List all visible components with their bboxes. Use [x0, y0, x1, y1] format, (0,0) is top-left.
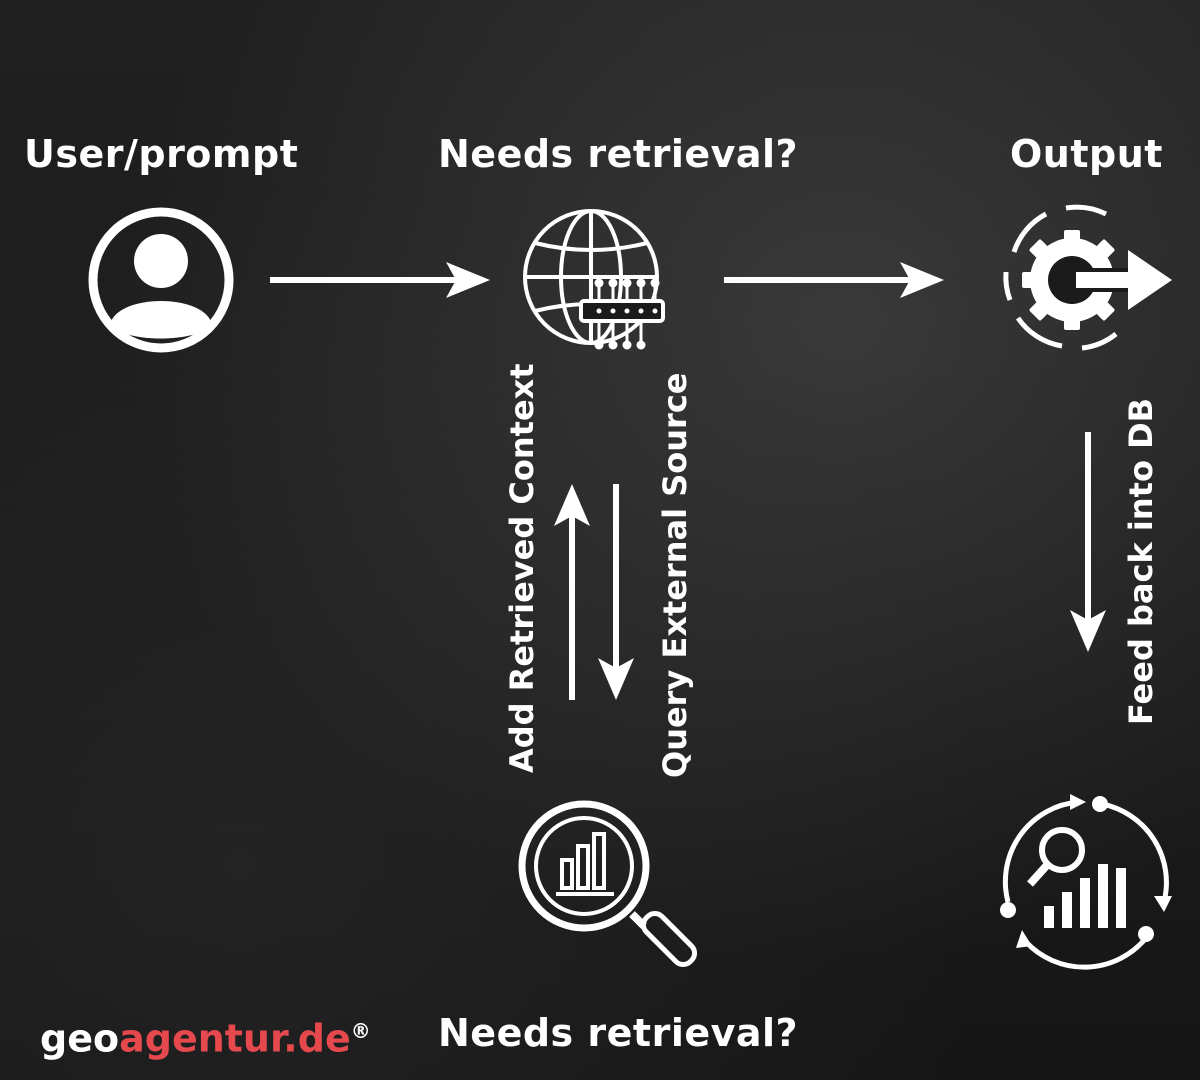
arrow-up [554, 484, 590, 700]
label-add-retrieved-context: Add Retrieved Context [503, 363, 541, 773]
label-needs-retrieval-top: Needs retrieval? [438, 132, 799, 176]
brand-registered: ® [350, 1019, 371, 1043]
arrow-right-1 [270, 262, 490, 298]
globe-network-icon [523, 209, 665, 350]
brand-geo: geo [40, 1016, 120, 1061]
magnifier-chart-icon [518, 800, 698, 968]
label-output: Output [1010, 132, 1163, 176]
arrow-right-2 [724, 262, 944, 298]
brand-logo: geoagentur.de® [40, 1006, 371, 1064]
label-user-prompt: User/prompt [24, 132, 299, 176]
arrow-down [598, 484, 634, 700]
analytics-cycle-icon [1000, 794, 1172, 970]
brand-agentur: agentur.de [119, 1016, 351, 1061]
label-query-external-source: Query External Source [656, 372, 694, 779]
arrow-down-db [1070, 432, 1106, 652]
user-icon [88, 207, 234, 353]
label-feed-back-into-db: Feed back into DB [1122, 397, 1160, 725]
gear-output-icon [1003, 204, 1172, 351]
label-needs-retrieval-bottom: Needs retrieval? [438, 1011, 799, 1055]
